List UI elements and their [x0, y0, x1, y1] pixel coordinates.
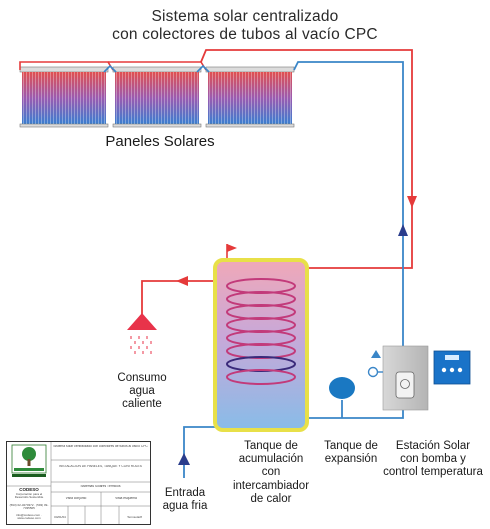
flow-arrow-icon	[176, 276, 188, 286]
solar-station	[367, 345, 429, 411]
temperature-controller-icon	[433, 350, 471, 385]
drawing-date: 04/01/04	[54, 516, 66, 519]
view-label-1: Vista conjunto	[65, 497, 87, 500]
codeso-logo-icon	[11, 444, 47, 477]
storage-tank	[213, 258, 309, 432]
hot-pipe-collector	[200, 49, 413, 269]
solar-collectors	[19, 66, 295, 128]
solar-panel	[205, 66, 295, 128]
label-solar-panels: Paneles Solares	[105, 133, 215, 150]
cold-water-inlet-pipe	[183, 426, 215, 478]
flow-arrow-icon	[407, 196, 417, 208]
cold-pipe-return	[293, 61, 404, 346]
flag-valve-icon	[227, 244, 237, 252]
drawing-name: INSTALACION DE PANELES, TANQUE Y CONTROL…	[59, 465, 142, 468]
flow-arrow-icon	[178, 453, 190, 465]
diagram-title: Sistema solar centralizado con colectore…	[112, 8, 378, 43]
hot-water-outlet-pipe	[141, 280, 215, 315]
flow-arrow-icon	[398, 224, 408, 236]
org-phones: (593) 02-3270372 · (593) 09-7335505	[9, 504, 49, 511]
solar-panel	[112, 66, 202, 128]
heat-exchanger-coil	[226, 278, 296, 385]
cold-pipe-tank-station	[307, 410, 404, 419]
view-label-2: Vista esquema	[115, 497, 137, 500]
shower-head-icon	[127, 313, 157, 354]
title-block-grid	[7, 442, 150, 524]
triangle-valve-icon	[371, 350, 381, 358]
org-description: Corporación para el Desarrollo Sostenibl…	[14, 493, 44, 500]
org-name: CODESO	[19, 487, 39, 492]
title-block: CODESO Corporación para el Desarrollo So…	[6, 441, 151, 525]
expansion-tank-icon	[329, 377, 355, 399]
company-name: Sistemas Solares Térmicos	[80, 485, 121, 488]
solar-panel	[19, 66, 109, 128]
org-email: info@codeso.com · www.codeso.com	[16, 514, 42, 521]
project-name: Sistema solar centralizado con colectore…	[53, 445, 148, 448]
drawing-file: Termsolar8	[127, 516, 142, 519]
